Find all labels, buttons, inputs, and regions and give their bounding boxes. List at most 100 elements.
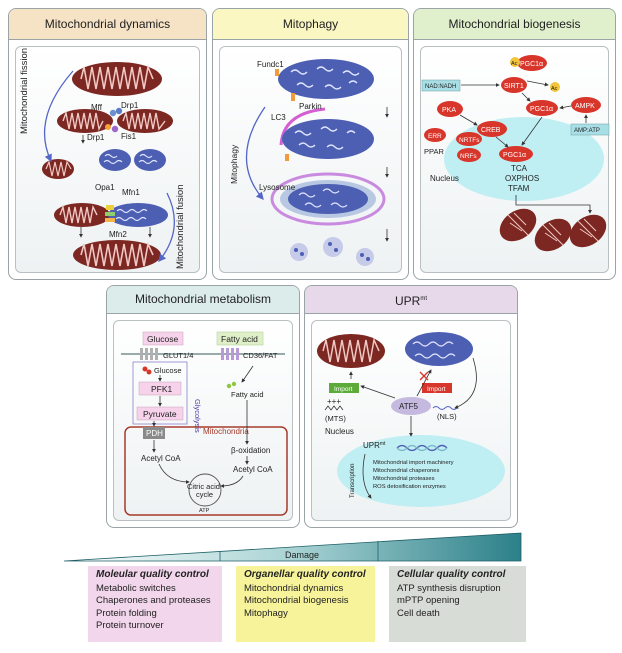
pgc-mid (526, 100, 558, 116)
qc-item: Metabolic switches (96, 582, 176, 594)
fis1-label: Fis1 (121, 132, 137, 141)
ampk-label: AMPK (575, 103, 595, 110)
creb-label: CREB (481, 127, 501, 134)
pdh-box (143, 427, 165, 439)
atp-label: ATP (199, 508, 210, 514)
mito-fusing-blue (108, 203, 168, 227)
fission-label: Mitochondrial fission (19, 48, 30, 134)
qc-item: Mitochondrial biogenesis (244, 595, 349, 606)
cd36-transporter (221, 348, 239, 360)
panel-uprmt: UPRmt Import Import +++ (MTS) ATF5 (NLS)… (304, 285, 518, 528)
lc3-label: LC3 (271, 113, 286, 122)
citric-acid-cycle (188, 473, 222, 507)
qc-item: Chaperones and proteases (96, 595, 211, 606)
tca-label: TCA (511, 164, 528, 173)
panel-mitochondrial-biogenesis: Mitochondrial biogenesis NAD:NADH AMP:AT… (413, 8, 616, 280)
mfn1-protein (105, 212, 115, 216)
qc-item: Protein folding (96, 607, 157, 619)
metabolism-diagram: Glucose Fatty acid GLUT1/4 CD36/FAT Gluc… (121, 331, 288, 516)
atf5-label: ATF5 (399, 402, 419, 411)
pgc-top-label: PGC1α (520, 61, 543, 68)
drp1-protein (109, 109, 117, 117)
glycolysis-label: Glycolysis (193, 399, 202, 433)
opa1-protein (106, 205, 114, 210)
import-1-label: Import (334, 386, 353, 393)
ac2-label: Ac (551, 86, 558, 92)
qc-item: Cell death (397, 607, 440, 619)
glucose-box-label: Glucose (147, 334, 178, 344)
nls-label: (NLS) (437, 412, 457, 421)
qc-item: ATP synthesis disruption (397, 582, 501, 594)
panel-title: UPRmt (305, 286, 517, 314)
mito-blue-small-1 (99, 149, 131, 171)
new-mitochondria (499, 208, 607, 252)
mito-red-split-right (117, 109, 173, 133)
ac1-label: Ac (511, 61, 518, 67)
drp1-left-label: Drp1 (87, 133, 105, 142)
sirt1-label: SIRT1 (504, 83, 524, 90)
nrf-b-label: NRFs (460, 153, 477, 160)
import-red (422, 383, 452, 393)
drp1-protein (115, 107, 123, 115)
pyruvate-box (136, 406, 184, 421)
dna-helix (396, 444, 448, 452)
mfn2-label: Mfn2 (109, 230, 127, 239)
panel-title: Mitochondrial dynamics (9, 9, 206, 40)
pyruvate-label: Pyruvate (143, 409, 177, 419)
amp-box (570, 123, 610, 136)
mfn2-protein (105, 218, 115, 222)
panel-title: Mitochondrial metabolism (107, 286, 299, 314)
mito-blue-2 (279, 107, 374, 159)
panel-mitochondrial-dynamics: Mitochondrial dynamics (8, 8, 207, 280)
glucose-box (142, 331, 184, 346)
citric-label-1: Citric acid (187, 482, 220, 491)
transcription-label: Transcription (350, 464, 356, 498)
ac-2 (550, 82, 560, 92)
glucose-inside-label: Glucose (154, 366, 182, 375)
import-green (329, 383, 359, 393)
mito-red-top (72, 62, 162, 96)
nrf-b (457, 148, 481, 162)
mito-blue-1 (278, 59, 374, 99)
drp1-top-label: Drp1 (121, 101, 139, 110)
pgc-mid-label: PGC1α (530, 106, 553, 113)
panel-mitochondrial-metabolism: Mitochondrial metabolism Glucose Fatty a… (106, 285, 300, 528)
pgc-low (499, 146, 533, 162)
sirt1 (501, 77, 527, 93)
qc-organellar: Organellar quality control Mitochondrial… (236, 566, 375, 642)
nucleus-label: Nucleus (430, 174, 459, 183)
err-label: ERR (428, 133, 442, 140)
upr-nucleus (337, 435, 505, 507)
mitochondria-label: Mitochondria (203, 427, 249, 436)
citric-label-2: cycle (196, 490, 213, 499)
upr-target-1: Mitochondrial import machinery (373, 460, 454, 466)
nad-box (421, 79, 461, 92)
autophagosome (270, 172, 386, 226)
damage-label: Damage (285, 550, 319, 560)
qc-item: Mitophagy (244, 607, 288, 619)
fundc1-label: Fundc1 (257, 60, 284, 69)
mito-fusing-red (54, 203, 110, 227)
uprmt-inner-label: UPRmt (363, 441, 386, 450)
qc-item: mPTP opening (397, 595, 460, 606)
ampk (571, 97, 601, 113)
beta-oxidation-label: β-oxidation (231, 446, 270, 455)
glycolysis-frame (132, 361, 188, 425)
pgc-low-label: PGC1α (503, 152, 526, 159)
qc-item: Mitochondrial dynamics (244, 582, 344, 594)
lc3-protein (285, 154, 289, 161)
mff-label: Mff (91, 103, 103, 112)
cd36-label: CD36/FAT (243, 351, 278, 360)
mff-protein (105, 124, 111, 130)
mitochondria-frame (124, 426, 288, 516)
degraded-fragments (290, 237, 374, 266)
glut-transporter (140, 348, 158, 360)
pka (437, 101, 463, 117)
mito-red-small (42, 159, 74, 179)
qc-heading: Cellular quality control (397, 569, 506, 580)
panel-title: Mitophagy (213, 9, 408, 40)
fusion-label: Mitochondrial fusion (175, 185, 186, 270)
acetyl-coa-2-label: Acetyl CoA (233, 465, 273, 474)
damage-gradient: Damage (63, 532, 522, 562)
parkin-label: Parkin (299, 102, 322, 111)
